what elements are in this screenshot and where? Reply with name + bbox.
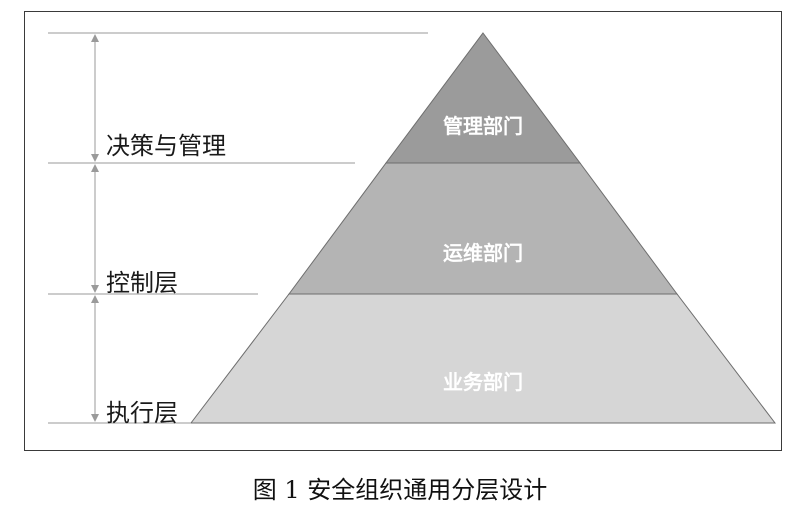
level-arrow-decision xyxy=(91,34,99,162)
level-arrow-execution xyxy=(91,295,99,422)
pyramid-tier-middle xyxy=(288,162,678,295)
level-label-control: 控制层 xyxy=(106,269,178,297)
level-arrow-control xyxy=(91,164,99,293)
figure-caption: 图 1 安全组织通用分层设计 xyxy=(252,476,548,504)
tier-label-business: 业务部门 xyxy=(443,370,523,394)
pyramid-tier-bottom xyxy=(189,293,777,424)
level-label-decision: 决策与管理 xyxy=(106,132,226,160)
level-label-execution: 执行层 xyxy=(106,399,178,427)
tier-label-operations: 运维部门 xyxy=(443,241,523,265)
tier-label-management: 管理部门 xyxy=(443,114,523,138)
pyramid-tier-top xyxy=(385,32,581,164)
